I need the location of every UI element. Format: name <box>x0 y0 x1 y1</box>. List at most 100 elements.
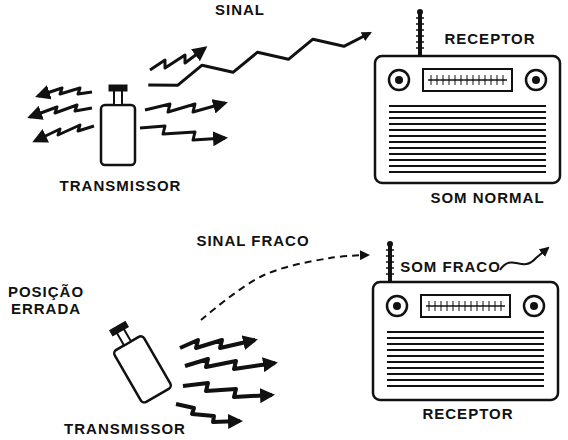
receiver-node: RECEPTOR <box>370 8 565 188</box>
radio-knob-center <box>532 76 540 84</box>
antenna-segment <box>416 17 424 19</box>
signal-wave <box>145 103 225 112</box>
radio-symbol <box>373 241 558 400</box>
signal-label: SINAL FRACO <box>168 232 338 249</box>
tuning-dial <box>423 69 512 91</box>
radio-knob <box>389 70 409 90</box>
dial-tick <box>461 75 462 85</box>
signal-wave <box>176 404 240 422</box>
speaker-grille <box>389 159 546 161</box>
dial-tick <box>485 75 486 85</box>
caption-label: SOM FRACO <box>398 258 503 275</box>
speaker-grille <box>387 367 544 369</box>
weak-sound-squiggle <box>500 248 548 270</box>
antenna-segment <box>386 249 394 251</box>
radio-knob-center <box>395 76 403 84</box>
speaker-grille <box>389 165 546 167</box>
speaker-grille <box>389 129 546 131</box>
tuning-dial <box>421 295 510 317</box>
dial-tick <box>465 301 466 311</box>
speaker-grille <box>387 379 544 381</box>
radio-knob <box>524 296 544 316</box>
transmitter-body <box>101 105 135 165</box>
speaker-grille <box>387 361 544 363</box>
antenna-segment <box>386 255 394 257</box>
speaker-grille <box>387 331 544 333</box>
dial-tick <box>477 301 478 311</box>
transmitter-stem <box>114 90 122 105</box>
dial-tick <box>437 75 438 85</box>
speaker-grille <box>387 385 544 387</box>
caption-label: SOM NORMAL <box>405 189 568 206</box>
transmitter-cap <box>109 85 127 91</box>
transmitter-node: TRANSMISSOR <box>28 85 213 195</box>
radio-knob-center <box>530 302 538 310</box>
speaker-grille <box>387 349 544 351</box>
node-label: RECEPTOR <box>420 30 560 47</box>
signal-wave <box>185 359 275 369</box>
radio-symbol <box>375 9 560 183</box>
antenna-segment <box>416 35 424 37</box>
node-label: TRANSMISSOR <box>30 420 220 437</box>
speaker-grille <box>389 141 546 143</box>
dial-tick <box>483 301 484 311</box>
dial-tick <box>431 75 432 85</box>
signal-wave <box>38 88 92 96</box>
speaker-grille <box>389 147 546 149</box>
dial-tick <box>459 301 460 311</box>
dial-tick <box>491 75 492 85</box>
signal-wave <box>30 105 92 117</box>
antenna-segment <box>416 23 424 25</box>
transmitter-cap <box>110 322 129 336</box>
signal-label: SINAL <box>200 1 280 18</box>
antenna-segment <box>386 261 394 263</box>
node-label: TRANSMISSOR <box>28 177 213 194</box>
transmitter-body <box>113 335 172 404</box>
node-label: RECEPTOR <box>398 405 538 422</box>
radio-cabinet <box>373 282 558 400</box>
speaker-grille <box>387 373 544 375</box>
speaker-grille <box>389 171 546 173</box>
transmitter-symbol <box>103 318 172 404</box>
speaker-grille <box>389 105 546 107</box>
antenna-segment <box>386 267 394 269</box>
speaker-grille <box>389 135 546 137</box>
dial-tick <box>443 75 444 85</box>
radio-knob <box>526 70 546 90</box>
radio-knob-center <box>393 302 401 310</box>
dial-tick <box>501 301 502 311</box>
speaker-grille <box>387 355 544 357</box>
antenna-tip <box>417 9 423 15</box>
speaker-grille <box>389 153 546 155</box>
dial-tick <box>467 75 468 85</box>
transmitter-node: TRANSMISSOR <box>30 320 220 440</box>
dial-tick <box>435 301 436 311</box>
antenna-segment <box>386 273 394 275</box>
signal-wave <box>140 126 225 140</box>
speaker-grille <box>387 337 544 339</box>
signal-wave <box>180 340 255 348</box>
dial-tick <box>447 301 448 311</box>
dial-tick <box>471 301 472 311</box>
warning-label: POSIÇÃO ERRADA <box>0 283 92 317</box>
radio-knob <box>387 296 407 316</box>
transmitter-symbol <box>101 85 135 165</box>
weak-signal-arrow <box>201 255 368 320</box>
dial-tick <box>473 75 474 85</box>
dial-tick <box>429 301 430 311</box>
signal-wave <box>150 48 205 70</box>
signal-arrow <box>148 33 370 85</box>
dial-tick <box>455 75 456 85</box>
dial-tick <box>489 301 490 311</box>
radio-cabinet <box>375 56 560 183</box>
speaker-grille <box>387 343 544 345</box>
speaker-grille <box>389 123 546 125</box>
signal-wave <box>183 383 272 397</box>
signal-wave <box>35 125 94 141</box>
dial-tick <box>497 75 498 85</box>
speaker-grille <box>389 117 546 119</box>
